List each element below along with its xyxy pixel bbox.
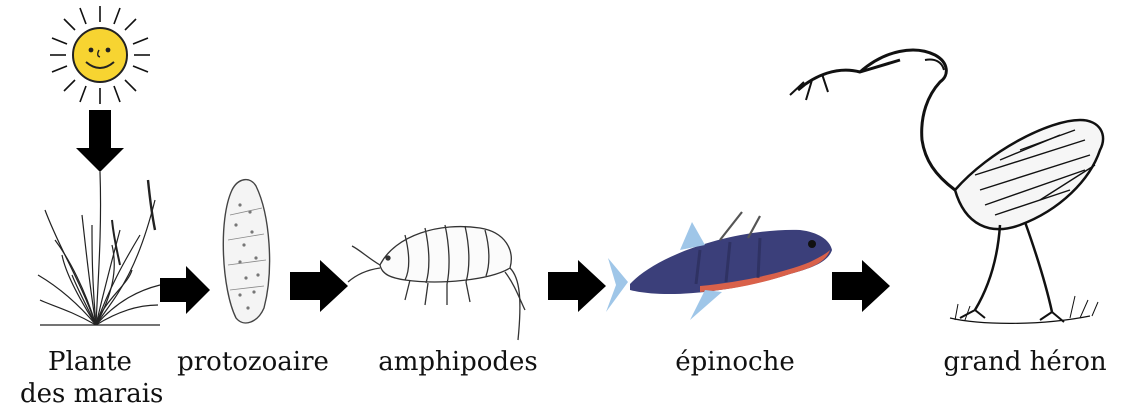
down-arrow-icon (76, 110, 124, 172)
amphipod-illustration (348, 225, 525, 340)
marsh-plant-illustration (38, 172, 160, 325)
label-protozoaire: protozoaire (168, 346, 338, 378)
label-plante-line1: Plante (20, 346, 160, 378)
arrow-right-icon (548, 260, 606, 312)
arrow-right-icon (290, 260, 348, 312)
arrow-right-icon (160, 266, 210, 314)
stickleback-fish-illustration (606, 212, 832, 320)
label-amphipodes: amphipodes (368, 346, 548, 378)
label-plante: Plante des marais (20, 346, 160, 410)
label-epinoche: épinoche (660, 346, 810, 378)
protozoa-illustration (223, 180, 269, 323)
arrow-right-icon (832, 260, 890, 312)
label-plante-line2: des marais (20, 378, 160, 410)
sun-icon (50, 6, 150, 104)
label-grand-heron: grand héron (930, 346, 1120, 378)
